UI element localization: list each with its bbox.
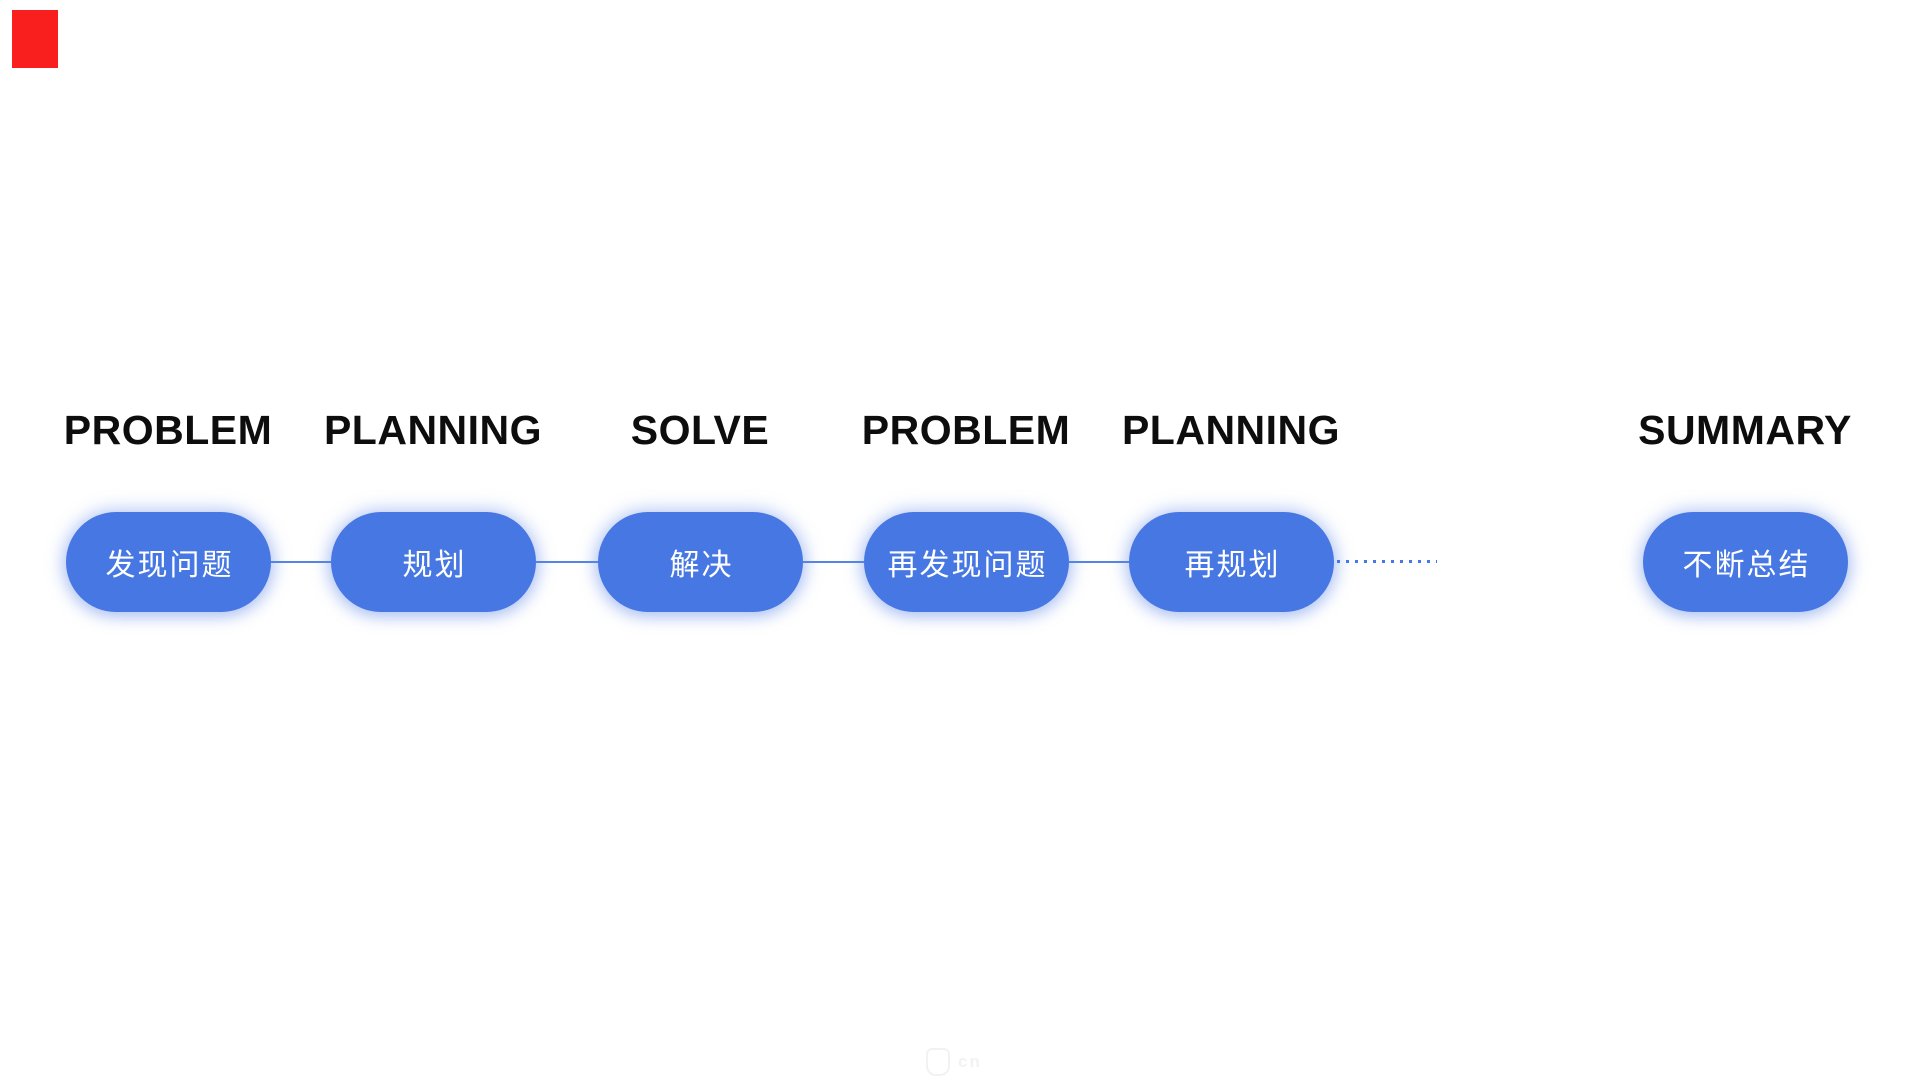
stage-title-planning-1: PLANNING [323,406,543,453]
connector-line-2 [536,561,598,563]
connector-line-4 [1069,561,1129,563]
stage-pill-rediscover-problem: 再发现问题 [864,512,1069,612]
watermark: cn [926,1048,982,1076]
stage-title-problem-2: PROBLEM [861,406,1071,453]
watermark-emblem-icon [926,1048,950,1076]
dotted-connector-line [1337,560,1437,563]
connector-line-1 [271,561,331,563]
connector-line-3 [803,561,864,563]
stage-title-solve: SOLVE [630,406,770,453]
stage-pill-replan: 再规划 [1129,512,1334,612]
stage-pill-plan: 规划 [331,512,536,612]
stage-title-planning-2: PLANNING [1121,406,1341,453]
red-corner-accent [12,10,58,68]
stage-title-problem-1: PROBLEM [63,406,273,453]
stage-pill-solve: 解决 [598,512,803,612]
watermark-text: cn [958,1052,982,1071]
stage-pill-discover-problem: 发现问题 [66,512,271,612]
stage-pill-continuous-summary: 不断总结 [1643,512,1848,612]
stage-title-summary: SUMMARY [1638,406,1852,453]
